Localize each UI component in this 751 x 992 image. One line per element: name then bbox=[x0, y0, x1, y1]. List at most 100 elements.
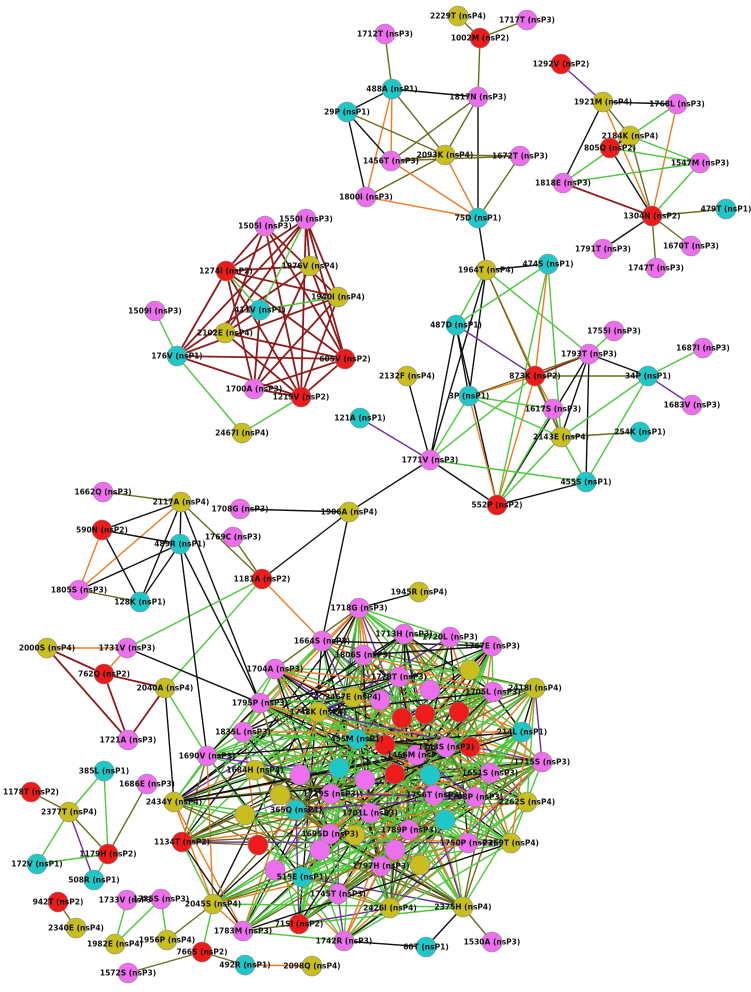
edge bbox=[408, 829, 464, 908]
edge bbox=[173, 769, 256, 803]
node-circle bbox=[475, 259, 497, 281]
node-circle bbox=[328, 757, 350, 779]
edge bbox=[212, 903, 464, 908]
graph-node: 214L (nsP1) bbox=[497, 721, 547, 743]
edge bbox=[358, 607, 451, 638]
node-label: 1509I (nsP3) bbox=[128, 307, 182, 316]
node-circle bbox=[467, 207, 489, 229]
edge bbox=[224, 225, 266, 334]
edge bbox=[242, 640, 323, 733]
node-circle bbox=[320, 783, 342, 805]
node-circle bbox=[419, 449, 441, 471]
node-circle bbox=[290, 386, 312, 408]
node-circle bbox=[311, 630, 333, 652]
node-label: 1748K (nsP4) bbox=[290, 708, 347, 717]
edge bbox=[429, 269, 487, 461]
edge bbox=[78, 543, 181, 591]
graph-node: 1134T (nsP2) bbox=[154, 831, 210, 853]
graph-node: 1550I (nsP3) bbox=[279, 208, 333, 230]
node-circle bbox=[249, 692, 271, 714]
edge bbox=[602, 101, 678, 105]
node-circle bbox=[481, 635, 503, 657]
edge bbox=[651, 162, 701, 217]
edge bbox=[181, 809, 297, 843]
node-label: 1735S (nsP3) bbox=[133, 895, 189, 904]
node-circle bbox=[692, 337, 714, 359]
edge bbox=[173, 801, 244, 932]
node-circle bbox=[295, 208, 317, 230]
node-circle bbox=[393, 623, 415, 645]
node-label: 2262S (nsP4) bbox=[499, 798, 555, 807]
node-label: 1715S (nsP3) bbox=[514, 758, 570, 767]
edge bbox=[352, 633, 405, 698]
node-circle bbox=[349, 407, 371, 429]
edge bbox=[253, 296, 339, 390]
edge bbox=[560, 375, 649, 438]
edge bbox=[390, 160, 479, 219]
node-label: 1572S (nsP3) bbox=[100, 969, 156, 978]
edge bbox=[317, 711, 543, 763]
edge bbox=[408, 687, 536, 831]
node-circle bbox=[20, 781, 42, 803]
edge bbox=[609, 147, 653, 217]
node-label: 1778T (nsP3) bbox=[371, 673, 427, 682]
graph-node: 1509I (nsP3) bbox=[128, 300, 182, 322]
node-label: 1695D (nsP3) bbox=[301, 830, 358, 839]
graph-node: 71SI (nsP2) bbox=[275, 913, 323, 935]
graph-node: 1695D (nsP3) bbox=[301, 823, 359, 845]
graph-node: 2467I (nsP4) bbox=[215, 422, 269, 444]
node-label: 2098Q (nsP4) bbox=[283, 962, 340, 971]
node-circle bbox=[359, 802, 381, 824]
edge bbox=[68, 811, 95, 881]
graph-node: 1805S (nsP3) bbox=[51, 579, 107, 601]
node-circle bbox=[354, 769, 376, 791]
node-circle bbox=[575, 471, 597, 493]
node-circle bbox=[374, 734, 396, 756]
edge bbox=[259, 218, 307, 311]
edge bbox=[398, 676, 494, 693]
node-circle bbox=[391, 707, 413, 729]
graph-node: 1705L (nsP3) bbox=[465, 681, 521, 703]
node-circle bbox=[342, 686, 364, 708]
node-label: 1713H (nsP3) bbox=[375, 630, 432, 639]
node-circle bbox=[93, 663, 115, 685]
node-circle bbox=[299, 255, 321, 277]
edge bbox=[103, 673, 166, 689]
node-label: 1708G (nsP3) bbox=[211, 505, 268, 514]
edge bbox=[321, 511, 350, 642]
edge bbox=[365, 196, 479, 219]
node-circle bbox=[352, 644, 374, 666]
node-circle bbox=[191, 941, 213, 963]
graph-node: 254K (nsP1) bbox=[614, 421, 666, 443]
node-label: 1708P (nsP3) bbox=[447, 793, 503, 802]
edge bbox=[101, 529, 181, 545]
node-label: 254K (nsP1) bbox=[614, 428, 665, 437]
graph-node: 1701L (nsP3) bbox=[342, 802, 398, 824]
edge bbox=[259, 702, 476, 798]
edge bbox=[127, 687, 166, 741]
node-circle bbox=[214, 322, 236, 344]
edge bbox=[317, 711, 447, 748]
graph-node: 1683V (nsP3) bbox=[664, 394, 720, 416]
edge bbox=[127, 951, 203, 974]
node-label: 60T (nsP1) bbox=[403, 943, 449, 952]
node-circle bbox=[445, 314, 467, 336]
node-label: 1745T (nsP3) bbox=[310, 890, 366, 899]
node-circle bbox=[689, 152, 711, 174]
graph-node: 2117A (nsP4) bbox=[153, 491, 209, 513]
node-circle bbox=[637, 365, 659, 387]
edge bbox=[102, 491, 182, 503]
graph-node: 2434Y (nsP4) bbox=[146, 791, 202, 813]
graph-node: 1767E (nsP3) bbox=[464, 635, 520, 657]
edge bbox=[496, 481, 587, 506]
edge bbox=[173, 801, 214, 905]
graph-node: 1712T (nsP3) bbox=[357, 23, 413, 45]
edge bbox=[179, 543, 261, 704]
graph-node: 942T (nsP2) bbox=[33, 891, 83, 913]
edge bbox=[474, 731, 523, 798]
node-label: 455M (nsP1) bbox=[330, 735, 383, 744]
node-label: 2045S (nsP4) bbox=[185, 900, 241, 909]
edge bbox=[343, 761, 543, 942]
edge bbox=[101, 501, 182, 531]
